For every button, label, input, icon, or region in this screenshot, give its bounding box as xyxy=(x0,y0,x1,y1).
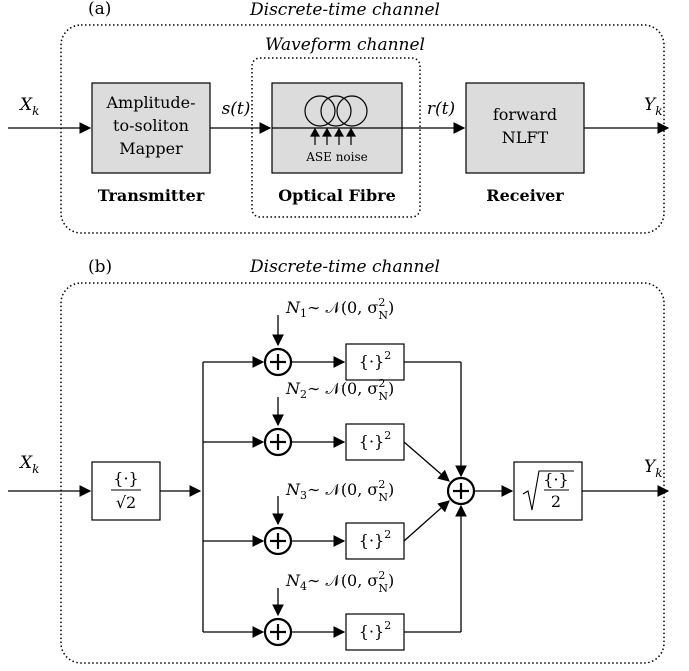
panel-a-label: (a) xyxy=(88,0,111,19)
waveform-channel-box xyxy=(251,57,421,218)
fibre-caption: Optical Fibre xyxy=(278,186,396,205)
transmitter-line2: to-soliton xyxy=(113,116,189,135)
receiver-box xyxy=(465,82,585,174)
branch-4 xyxy=(203,588,461,651)
transmitter-caption: Transmitter xyxy=(98,186,205,205)
sqrt-radical xyxy=(522,470,574,511)
square-1-label: {·}2 xyxy=(359,349,391,371)
discrete-time-channel-box-b xyxy=(60,282,665,664)
scale-numerator: {·} xyxy=(113,469,138,488)
ase-noise-label: ASE noise xyxy=(305,150,368,164)
signal-s-label: s(t) xyxy=(222,99,251,119)
signal-r-label: r(t) xyxy=(427,99,455,119)
input-xk-a: Xk xyxy=(18,95,39,118)
receiver-line2: NLFT xyxy=(502,128,549,147)
ase-noise-arrows-icon xyxy=(309,127,357,145)
sqrt-numerator: {·} xyxy=(543,470,568,489)
branch-3 xyxy=(203,496,450,560)
square-2-label: {·}2 xyxy=(359,429,391,451)
receiver-caption: Receiver xyxy=(486,186,564,205)
square-4-label: {·}2 xyxy=(359,619,391,641)
transmitter-line1: Amplitude- xyxy=(105,93,195,112)
fibre-coil-icon xyxy=(304,95,368,127)
panel-b-title: Discrete-time channel xyxy=(249,257,440,277)
input-xk-b: Xk xyxy=(18,453,39,476)
receiver-line1: forward xyxy=(493,105,557,124)
transmitter-line3: Mapper xyxy=(119,139,183,158)
panel-a-inner-title: Waveform channel xyxy=(265,35,425,55)
branch-1 xyxy=(203,315,461,381)
discrete-time-channel-box-a xyxy=(60,24,665,234)
panel-a-outer-title: Discrete-time channel xyxy=(249,0,440,20)
output-yk-a: Yk xyxy=(644,95,663,118)
output-yk-b: Yk xyxy=(644,457,663,480)
sqrt-denominator: 2 xyxy=(551,492,561,511)
branch-2 xyxy=(203,397,450,482)
square-3-label: {·}2 xyxy=(359,528,391,550)
scale-denominator: √2 xyxy=(116,493,136,512)
panel-b-label: (b) xyxy=(88,257,112,277)
